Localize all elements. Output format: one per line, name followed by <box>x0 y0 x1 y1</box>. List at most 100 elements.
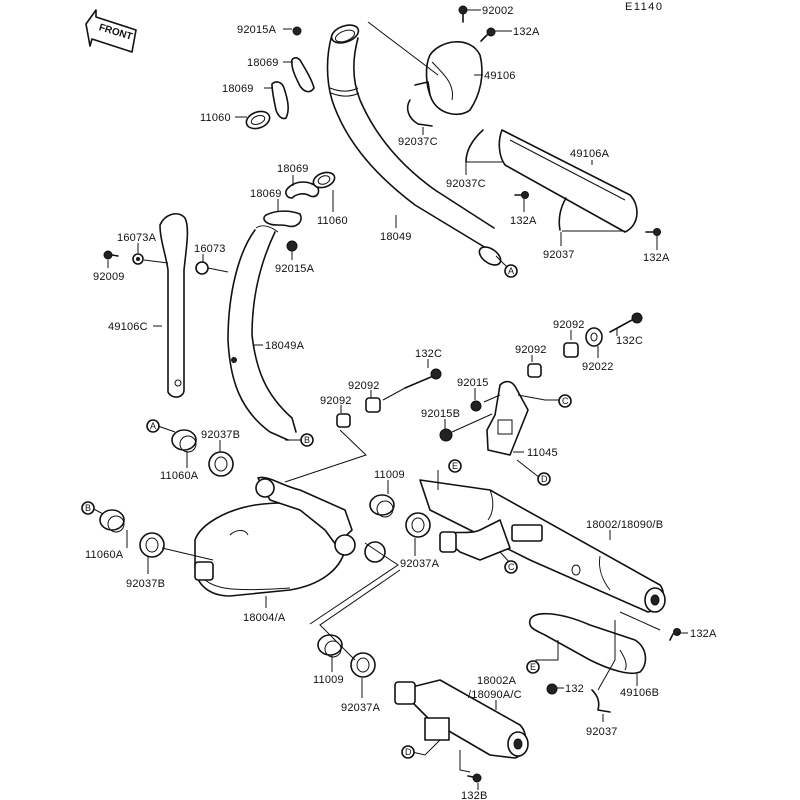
ref-C1: C <box>558 394 572 408</box>
flange-18069-c <box>285 181 320 199</box>
label-92022: 92022 <box>582 361 614 373</box>
svg-text:C: C <box>508 562 515 572</box>
label-132C-right: 132C <box>616 335 643 347</box>
svg-text:E: E <box>530 662 536 672</box>
bolt-132C-mid <box>404 368 442 389</box>
nut-92092-a <box>563 342 579 358</box>
flange-18069-b <box>271 81 289 120</box>
part-labels: 92015A 18069 18069 11060 92002 132A 4910… <box>85 5 717 800</box>
label-92037A-bot: 92037A <box>341 702 381 714</box>
label-49106B: 49106B <box>620 687 659 699</box>
bolt-92009 <box>103 250 119 260</box>
label-132A-top: 132A <box>513 26 540 38</box>
gasket-11060-top <box>245 110 271 130</box>
bolt-132A-top <box>480 27 496 42</box>
bolt-132A-bot <box>669 628 681 641</box>
label-92092-d: 92092 <box>320 395 352 407</box>
silencer-18002A-18090A-C <box>394 679 529 759</box>
nut-92015A-top <box>292 26 302 36</box>
ref-B1: B <box>300 433 314 447</box>
label-18004-A: 18004/A <box>243 612 286 624</box>
label-92002: 92002 <box>482 5 514 17</box>
heat-shield-49106C <box>159 213 189 398</box>
label-92092-a: 92092 <box>553 319 585 331</box>
nut-92015 <box>470 400 482 412</box>
clamp-92037B-bot <box>139 532 165 558</box>
label-11060-mid: 11060 <box>317 215 348 227</box>
label-92092-c: 92092 <box>348 380 380 392</box>
silencer-18002-18090-B <box>419 479 666 613</box>
label-11060A-bot: 11060A <box>85 549 124 561</box>
front-arrow-icon: FRONT <box>85 9 137 53</box>
label-18049: 18049 <box>380 231 412 243</box>
label-16073: 16073 <box>194 243 226 255</box>
svg-text:E: E <box>452 461 458 471</box>
label-18002-18090-B: 18002/18090/B <box>586 519 663 531</box>
label-49106C: 49106C <box>108 321 148 333</box>
label-18069-d: 18069 <box>250 188 282 200</box>
label-11045: 11045 <box>527 447 558 459</box>
clamp-92037A-bot <box>350 652 376 678</box>
collar-16073 <box>195 261 209 275</box>
label-18002A: 18002A <box>477 675 517 687</box>
clamp-92037C-b <box>465 129 484 163</box>
head-pipe-18049A <box>227 225 297 441</box>
label-92037B-top: 92037B <box>201 429 240 441</box>
label-132B: 132B <box>461 790 488 800</box>
label-11060-top: 11060 <box>200 112 231 124</box>
label-16073A: 16073A <box>117 232 157 244</box>
label-132C-mid: 132C <box>415 348 442 360</box>
muffler-18004-A <box>194 476 386 597</box>
label-92009: 92009 <box>93 271 125 283</box>
label-92037-bot: 92037 <box>586 726 618 738</box>
clamp-92037B-top <box>208 451 234 477</box>
label-92015: 92015 <box>457 377 489 389</box>
nut-92015A-mid <box>286 240 298 252</box>
label-18090A-C: /18090A/C <box>468 689 522 701</box>
ref-E1: E <box>448 459 462 473</box>
label-92037B-bot: 92037B <box>126 578 165 590</box>
label-92015A-mid: 92015A <box>275 263 315 275</box>
svg-text:D: D <box>405 747 412 757</box>
label-49106: 49106 <box>484 70 516 82</box>
label-92015A-top: 92015A <box>237 24 277 36</box>
diagram-code: E1140 <box>625 1 664 13</box>
label-18049A: 18049A <box>265 340 305 352</box>
heat-shield-49106B <box>528 612 647 675</box>
heat-shield-49106A <box>498 129 638 233</box>
collar-11009-top <box>369 494 395 518</box>
bolt-132A-right <box>645 228 661 236</box>
ref-E2: E <box>526 660 540 674</box>
heat-shield-49106 <box>414 41 483 116</box>
washer-16073A <box>132 253 144 265</box>
nut-92092-b <box>527 363 542 378</box>
nut-92092-d <box>336 413 351 428</box>
ref-D2: D <box>401 745 415 759</box>
front-label: FRONT <box>97 22 133 43</box>
label-92037C-a: 92037C <box>398 136 438 148</box>
bolt-132A-mid <box>514 191 529 199</box>
flange-18069-d <box>263 210 302 228</box>
clamp-92037-bot <box>591 689 611 713</box>
label-132A-bot: 132A <box>690 628 717 640</box>
label-92037C-b: 92037C <box>446 178 486 190</box>
label-11009-bot: 11009 <box>313 674 344 686</box>
svg-text:C: C <box>562 396 569 406</box>
svg-text:B: B <box>304 435 310 445</box>
label-92037-top: 92037 <box>543 249 575 261</box>
label-132A-mid: 132A <box>510 215 537 227</box>
ref-B2: B <box>81 501 95 515</box>
svg-text:B: B <box>85 503 91 513</box>
label-92092-b: 92092 <box>515 344 547 356</box>
clamp-92037C-a <box>406 99 433 127</box>
label-18069-a: 18069 <box>247 57 279 69</box>
label-132A-right: 132A <box>643 252 670 264</box>
leader-lines <box>91 9 688 790</box>
bolt-132C-right <box>609 312 643 333</box>
ref-A1: A <box>504 264 518 278</box>
nut-92092-c <box>365 397 381 413</box>
svg-text:A: A <box>508 266 514 276</box>
label-92037A-mid: 92037A <box>400 558 440 570</box>
clamp-92037-top <box>558 197 567 231</box>
